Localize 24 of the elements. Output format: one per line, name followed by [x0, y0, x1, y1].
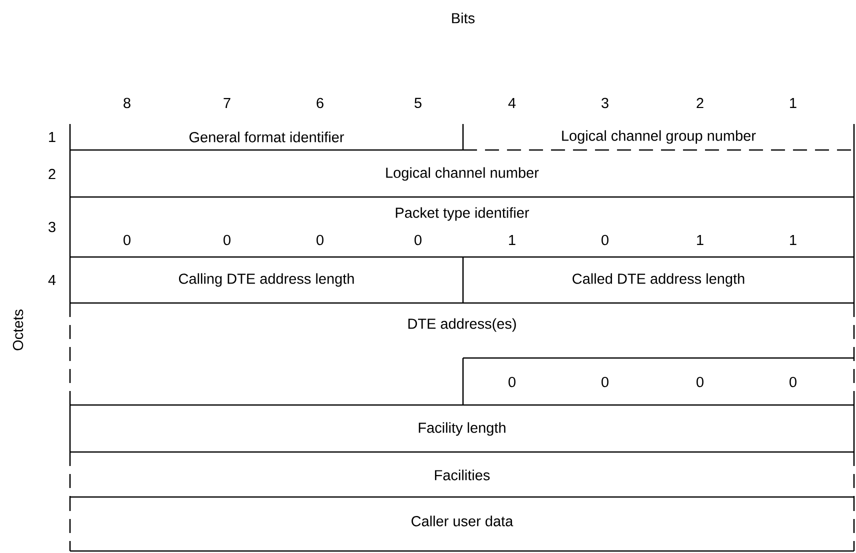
axis-title: Octets: [12, 310, 24, 350]
table-cell: Calling DTE address length: [69, 257, 464, 304]
octet-number: 4: [48, 275, 56, 285]
table-cell: 0 0 0 0: [462, 357, 854, 405]
table-cell: Logical channel number: [69, 150, 855, 198]
table-cell: Logical channel group number: [463, 124, 855, 151]
octet-number: 2: [48, 168, 56, 180]
bit-number: 5: [414, 98, 422, 108]
axis-title: Bits: [452, 12, 475, 24]
table-cell: Caller user data: [69, 497, 855, 552]
octet-number: 1: [49, 132, 56, 142]
bit-number: 1: [790, 98, 796, 108]
table-cell: Facilities: [69, 452, 855, 498]
bit-number: 4: [508, 98, 516, 108]
octet-number: 3: [48, 222, 56, 232]
bit-number: 2: [696, 98, 704, 108]
bit-number: 7: [224, 98, 230, 108]
bit-number: 8: [124, 98, 130, 108]
table-cell: Packet type identifier 0 0 0 0 1 0 1 1: [69, 197, 855, 258]
table-cell: General format identifier: [69, 124, 464, 151]
bit-number: 6: [316, 98, 324, 108]
table-cell: Called DTE address length: [463, 257, 855, 304]
table-cell: Facility length: [69, 405, 855, 453]
bit-number: 3: [602, 98, 608, 108]
